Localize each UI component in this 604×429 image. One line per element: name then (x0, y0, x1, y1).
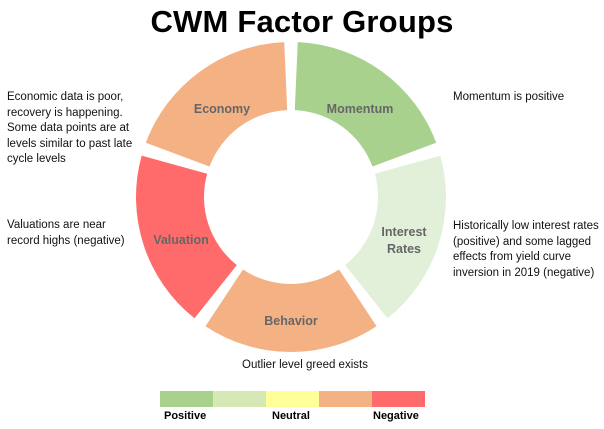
segment-economy (145, 42, 288, 167)
legend-label-positive: Positive (164, 410, 207, 422)
note-momentum: Momentum is positive (453, 91, 565, 103)
label-momentum: Momentum (327, 102, 394, 116)
segment-momentum (294, 42, 437, 167)
label-economy: Economy (194, 102, 250, 116)
legend-label-neutral: Neutral (272, 410, 310, 422)
note-behavior: Outlier level greed exists (242, 359, 368, 371)
label-behavior: Behavior (264, 314, 318, 328)
note-valuation: Valuations are near record highs (negati… (7, 219, 125, 247)
segment-valuation (136, 155, 237, 319)
legend-swatch-neutral (266, 391, 319, 407)
legend-swatch-negative (372, 391, 425, 407)
legend-swatch-mild-negative (319, 391, 372, 407)
label-interest: Interest (381, 225, 427, 239)
legend-swatch-mild-positive (213, 391, 266, 407)
legend-color-scale (160, 391, 425, 407)
segment-interest-rates (345, 155, 446, 319)
segment-behavior (205, 269, 377, 352)
label-rates: Rates (387, 242, 421, 256)
note-economy: Economic data is poor, recovery is happe… (7, 91, 133, 165)
label-valuation: Valuation (153, 233, 209, 247)
note-interest-rates: Historically low interest rates (positiv… (453, 220, 599, 279)
legend-label-negative: Negative (373, 410, 419, 422)
legend-swatch-positive (160, 391, 213, 407)
page-title: CWM Factor Groups (150, 4, 454, 39)
